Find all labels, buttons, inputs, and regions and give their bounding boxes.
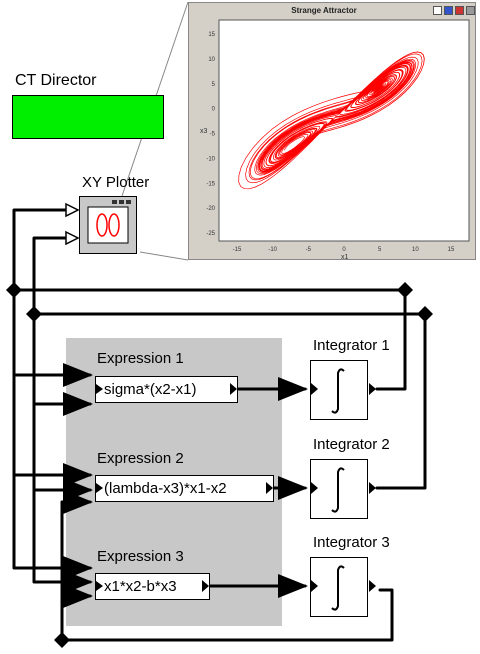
int3-output-port: [369, 580, 376, 592]
y-tick-label: 0: [212, 107, 216, 113]
window-minimize-button[interactable]: [433, 6, 442, 15]
expression-2-block[interactable]: (lambda-x3)*x1-x2: [95, 475, 274, 502]
director-label: CT Director: [15, 72, 97, 89]
plotter-button-icon: [126, 200, 131, 204]
integrator-1-block[interactable]: [310, 360, 368, 420]
window-close-button[interactable]: [455, 6, 464, 15]
int2-output-port: [369, 482, 376, 494]
attractor-trace: [238, 51, 425, 190]
attractor-plot: -15 -10 -5 0 5 10 15 15 10 5 0 -5 -10 -15 -20 -25 x3 x…: [200, 19, 470, 261]
integrator-3-block[interactable]: [310, 557, 368, 617]
expression-2-formula: (lambda-x3)*x1-x2: [104, 480, 227, 497]
relation-diamond-x3: [54, 632, 70, 648]
expr3-output-port: [202, 580, 209, 592]
y-tick-label: -25: [206, 231, 215, 237]
expr1-input-port: [96, 384, 103, 394]
wire-int2-out: [375, 312, 427, 490]
wire-x2-to-expr3: [32, 488, 93, 594]
expression-3-formula: x1*x2-b*x3: [104, 578, 177, 595]
relation-diamond-x1-right: [397, 282, 413, 298]
wire-x1-to-plotter: [12, 208, 68, 292]
plotter-trace-icon: [96, 213, 108, 237]
x-tick-label: 0: [342, 247, 346, 253]
x-tick-label: 5: [378, 247, 382, 253]
plot-window-title: Strange Attractor: [291, 6, 357, 15]
xy-plotter-label: XY Plotter: [82, 174, 150, 191]
int2-input-port: [311, 482, 318, 494]
plot-callout-line-bottom: [139, 251, 189, 261]
x-tick-label: -15: [233, 247, 242, 253]
expression-3-block[interactable]: x1*x2-b*x3: [95, 573, 210, 600]
plotter-trace-icon: [108, 213, 120, 237]
wire-x2-to-plotter: [32, 236, 68, 316]
relation-diamond-x2: [26, 306, 42, 322]
y-tick-label: -20: [206, 206, 215, 212]
x-axis-label: x1: [341, 254, 349, 261]
plotter-button-icon: [119, 200, 124, 204]
int1-output-port: [369, 383, 376, 395]
expr3-input-port: [96, 581, 103, 591]
plotter-input-port-2: [65, 230, 80, 246]
plot-area: [218, 19, 470, 242]
wire-x3-feedback: [60, 500, 394, 642]
integrator-2-label: Integrator 2: [313, 436, 390, 453]
integrator-3-label: Integrator 3: [313, 534, 390, 551]
integrator-2-block[interactable]: [310, 459, 368, 519]
expression-3-label: Expression 3: [97, 548, 184, 565]
y-tick-label: -15: [206, 181, 215, 187]
y-tick-label: 5: [212, 82, 216, 88]
integral-icon: [331, 368, 345, 414]
expr1-output-port: [230, 383, 237, 395]
int3-input-port: [311, 580, 318, 592]
plotter-button-icon: [112, 200, 117, 204]
y-tick-label: -5: [210, 132, 216, 138]
window-maximize-button[interactable]: [444, 6, 453, 15]
int1-input-port: [311, 383, 318, 395]
expr2-output-port: [266, 482, 273, 494]
x-tick-label: -5: [306, 247, 312, 253]
expr2-input-port: [96, 483, 103, 493]
x-tick-label: -10: [268, 247, 277, 253]
y-tick-label: 10: [208, 57, 215, 63]
window-options-button[interactable]: [466, 6, 475, 15]
relation-diamond-x2-right: [417, 306, 433, 322]
y-axis-label: x3: [200, 128, 208, 135]
plotter-input-port-1: [65, 202, 80, 218]
integrator-1-label: Integrator 1: [313, 337, 390, 354]
y-tick-label: 15: [208, 32, 215, 38]
expression-1-label: Expression 1: [97, 350, 184, 367]
y-tick-label: -10: [206, 156, 215, 162]
wire-int1-out: [375, 288, 407, 391]
integral-icon: [331, 467, 345, 513]
relation-diamond-x1: [6, 282, 22, 298]
expression-1-formula: sigma*(x2-x1): [104, 381, 197, 398]
x-tick-label: 15: [448, 247, 455, 253]
expression-2-label: Expression 2: [97, 450, 184, 467]
integral-icon: [331, 565, 345, 611]
x-tick-label: 10: [412, 247, 419, 253]
expression-1-block[interactable]: sigma*(x2-x1): [95, 376, 238, 403]
wire-x1-to-expr3: [12, 473, 93, 580]
director-block[interactable]: [12, 95, 164, 139]
xy-plotter-block[interactable]: [79, 196, 137, 254]
